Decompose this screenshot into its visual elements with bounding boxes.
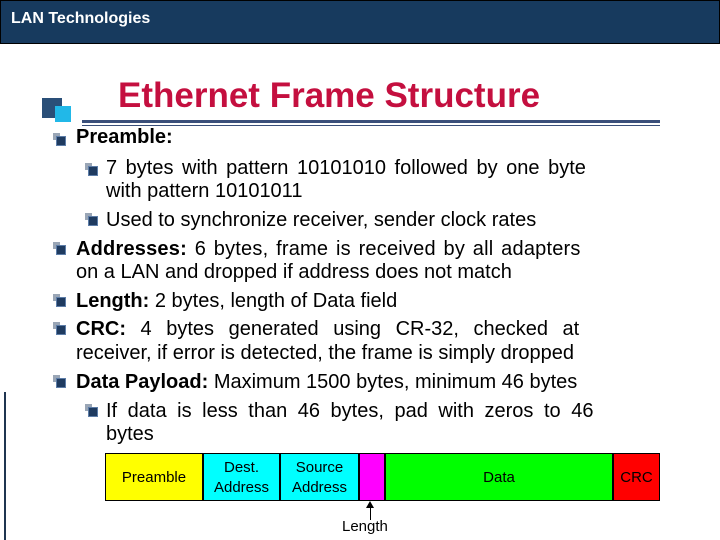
frame-field-dest-address: Dest. Address [203,453,280,501]
length-arrow-line [370,505,371,520]
sub-bullet-icon [85,404,98,417]
title-underline-thin [82,125,660,126]
sub-bullet-icon [85,213,98,226]
crc-line-1: CRC: 4 bytes generated using CR-32, chec… [76,318,579,340]
frame-field-preamble: Preamble [105,453,203,501]
frame-field-data: Data [385,453,613,501]
frame-field-label: Data [483,469,515,486]
length-field-label: Length [342,518,388,535]
frame-field-label: CRC [620,469,653,486]
slide-title: Ethernet Frame Structure [118,76,541,115]
frame-field-label: Source [295,459,344,476]
title-decoration-light-square [55,106,71,122]
crc-line-2: receiver, if error is detected, the fram… [76,342,574,364]
preamble-sync-line: Used to synchronize receiver, sender clo… [106,209,537,231]
payload-line: Data Payload: Maximum 1500 bytes, minimu… [76,371,577,393]
length-line: Length: 2 bytes, length of Data field [76,290,397,312]
frame-field-length [359,453,385,501]
addresses-line-2: on a LAN and dropped if address does not… [76,261,512,283]
frame-field-label: Address [213,479,270,496]
preamble-heading: Preamble: [76,126,173,148]
frame-field-label: Dest. [223,459,259,476]
title-underline [82,120,660,123]
addresses-text: 6 bytes, frame is received by all adapte… [186,238,581,260]
crc-heading: CRC: [76,318,126,340]
length-arrow-icon [366,501,374,508]
header-title: LAN Technologies [11,10,151,27]
frame-field-source-address: Source Address [280,453,359,501]
addresses-line-1: Addresses: 6 bytes, frame is received by… [76,238,581,260]
bullet-icon [53,242,66,255]
bullet-icon [53,133,66,146]
length-heading: Length: [76,290,150,312]
frame-field-label: Preamble [121,469,187,486]
crc-text: 4 bytes generated using CR-32, checked a… [126,318,580,340]
addresses-heading: Addresses: [76,238,187,260]
bullet-icon [53,322,66,335]
left-margin-rule [4,392,6,540]
payload-heading: Data Payload: [76,371,209,393]
bullet-icon [53,294,66,307]
payload-pad-line-1: If data is less than 46 bytes, pad with … [106,400,594,422]
frame-field-label: Address [291,479,348,496]
payload-pad-line-2: bytes [106,423,154,445]
length-text: 2 bytes, length of Data field [149,290,398,312]
bullet-icon [53,375,66,388]
header-bar: LAN Technologies [0,0,720,44]
sub-bullet-icon [85,163,98,176]
preamble-detail-line-1: 7 bytes with pattern 10101010 followed b… [106,157,586,179]
payload-text: Maximum 1500 bytes, minimum 46 bytes [208,371,578,393]
frame-field-crc: CRC [613,453,660,501]
preamble-detail-line-2: with pattern 10101011 [106,180,303,202]
